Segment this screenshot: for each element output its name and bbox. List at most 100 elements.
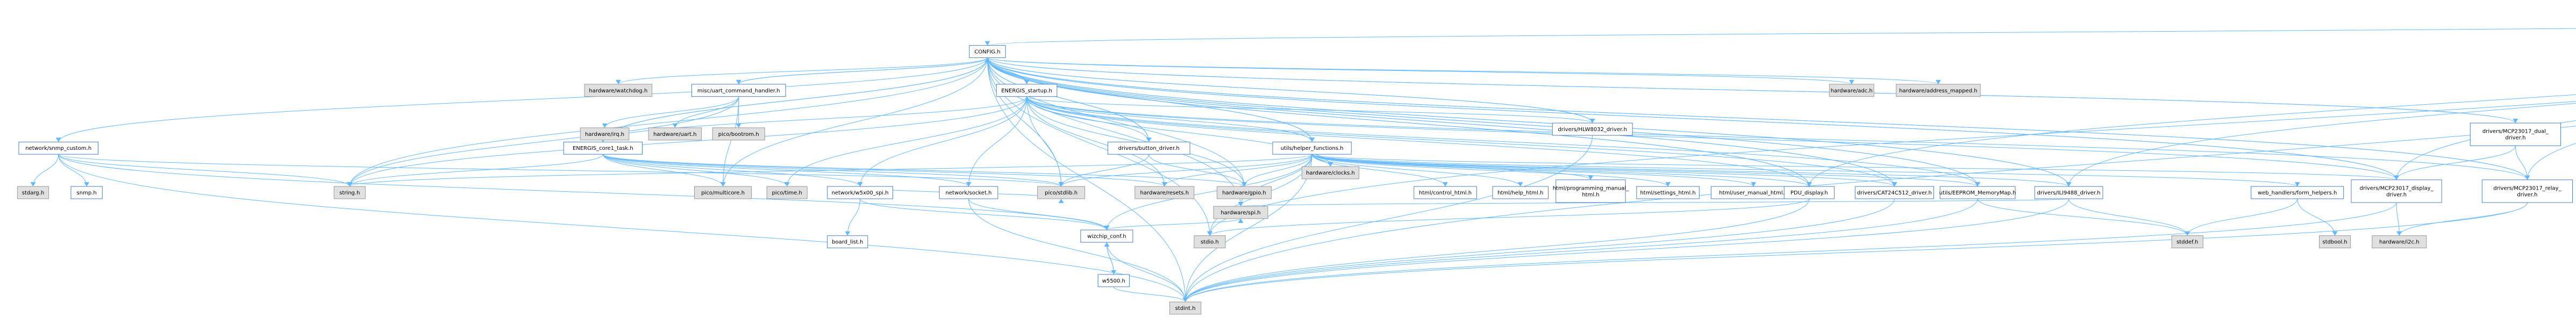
node-html-help[interactable]: html/help_html.h bbox=[1492, 186, 1549, 199]
edge-web_form_helpers-to-stddef bbox=[2187, 198, 2298, 236]
node-drivers-ili9488[interactable]: drivers/ILI9488_driver.h bbox=[2034, 186, 2103, 199]
edge-utils_eeprom-to-stdint bbox=[1185, 198, 1978, 302]
edge-arrowhead bbox=[966, 182, 972, 187]
node-label: drivers/CAT24C512_driver.h bbox=[1857, 190, 1932, 196]
node-misc-uart[interactable]: misc/uart_command_handler.h bbox=[691, 84, 786, 97]
edge-config-to-hw_watchdog bbox=[618, 57, 988, 85]
edge-arrowhead bbox=[1849, 80, 1854, 84]
node-box bbox=[691, 84, 786, 97]
node-board-list[interactable]: board_list.h bbox=[827, 235, 868, 249]
node-w5500[interactable]: w5500.h bbox=[1097, 274, 1130, 287]
node-label: utils/helper_functions.h bbox=[1281, 146, 1344, 151]
edge-arrowhead bbox=[1058, 199, 1064, 203]
edge-pdu_display-to-config bbox=[987, 57, 1810, 187]
edge-arrowhead bbox=[347, 182, 353, 187]
edge-arrowhead bbox=[1058, 182, 1064, 187]
edge-drivers_button-to-hw_gpio bbox=[1148, 154, 1245, 187]
edge-energis_startup-to-network_socket bbox=[968, 96, 1027, 187]
edge-arrowhead bbox=[857, 182, 863, 187]
node-html-settings[interactable]: html/settings_html.h bbox=[1636, 186, 1700, 199]
edge-arrowhead bbox=[845, 231, 851, 236]
node-html-user-manual[interactable]: html/user_manual_html.h bbox=[1710, 186, 1796, 199]
node-stdbool: stdbool.h bbox=[2318, 235, 2351, 249]
node-box bbox=[70, 186, 103, 199]
node-label: hardware/spi.h bbox=[1221, 210, 1260, 216]
edge-arrowhead bbox=[2396, 231, 2402, 236]
edge-utils_helper-to-pico_stdlib bbox=[1061, 154, 1312, 187]
node-snmp[interactable]: snmp.h bbox=[70, 186, 103, 199]
node-label: driver.h bbox=[2517, 192, 2537, 198]
node-label: drivers/button_driver.h bbox=[1118, 146, 1180, 151]
node-box bbox=[996, 84, 1058, 97]
edges-layer bbox=[30, 28, 2576, 302]
edge-energis_startup-to-hw_resets bbox=[1026, 96, 1165, 187]
edge-arrowhead bbox=[1241, 182, 1247, 187]
edge-drivers_mcp_display-to-config bbox=[987, 57, 2397, 180]
node-drivers-mcp-display[interactable]: drivers/MCP23017_display_driver.h bbox=[2351, 179, 2442, 203]
node-drivers-mcp-relay[interactable]: drivers/MCP23017_relay_driver.h bbox=[2481, 179, 2573, 203]
node-network-snmp[interactable]: network/snmp_custom.h bbox=[18, 141, 98, 155]
edge-drivers_ili9488-to-hw_spi bbox=[1240, 198, 2070, 207]
node-web-form-helpers[interactable]: web_handlers/form_helpers.h bbox=[2251, 186, 2344, 199]
node-network-socket[interactable]: network/socket.h bbox=[939, 186, 998, 199]
edge-drivers_mcp_relay-to-config bbox=[987, 57, 2528, 180]
node-energis-core1[interactable]: ENERGIS_core1_task.h bbox=[563, 141, 643, 155]
edge-arrowhead bbox=[2066, 182, 2072, 187]
node-config[interactable]: CONFIG.h bbox=[969, 45, 1006, 58]
node-box bbox=[18, 141, 98, 155]
node-box bbox=[333, 186, 366, 199]
node-html-control[interactable]: html/control_html.h bbox=[1414, 186, 1477, 199]
node-wizchip-conf[interactable]: wizchip_conf.h bbox=[1080, 229, 1133, 243]
node-drivers-mcp-dual[interactable]: drivers/MCP23017_dual_driver.h bbox=[2470, 122, 2561, 146]
node-utils-eeprom[interactable]: utils/EEPROM_MemoryMap.h bbox=[1939, 186, 2016, 199]
node-label: hardware/gpio.h bbox=[1222, 190, 1266, 196]
edge-arrowhead bbox=[2332, 231, 2338, 236]
edge-pdu_display-to-stdint bbox=[1185, 198, 1810, 302]
node-box bbox=[2481, 179, 2573, 203]
node-label: hardware/i2c.h bbox=[2379, 240, 2420, 245]
node-label: pico/stdlib.h bbox=[1045, 190, 1078, 196]
edge-network_socket-to-wizchip_conf bbox=[968, 198, 1107, 230]
node-hw-adc: hardware/adc.h bbox=[1829, 84, 1874, 97]
node-label: hardware/address_mapped.h bbox=[1899, 88, 1977, 94]
node-box bbox=[827, 186, 893, 199]
node-box bbox=[2251, 186, 2344, 199]
node-drivers-cat24c512[interactable]: drivers/CAT24C512_driver.h bbox=[1854, 186, 1934, 199]
node-network-w5x00[interactable]: network/w5x00_spi.h bbox=[827, 186, 893, 199]
edge-drivers_mcp_dual-to-config bbox=[987, 57, 2516, 124]
node-label: stdint.h bbox=[1175, 306, 1196, 312]
edge-network_socket-to-stdint bbox=[968, 198, 1186, 302]
node-html-programming[interactable]: html/programming_manual_html.h bbox=[1553, 179, 1629, 203]
node-label: network/socket.h bbox=[946, 190, 992, 196]
edge-energis_startup-to-hw_clocks bbox=[1026, 96, 1331, 167]
node-utils-helper[interactable]: utils/helper_functions.h bbox=[1272, 141, 1352, 155]
node-label: html/control_html.h bbox=[1419, 190, 1472, 196]
edge-w5500-to-stdint bbox=[1113, 286, 1186, 302]
node-box bbox=[17, 186, 49, 199]
node-label: hardware/watchdog.h bbox=[589, 88, 647, 94]
node-box bbox=[580, 127, 630, 141]
node-label: string.h bbox=[339, 190, 360, 196]
edge-root-to-drivers_ili9488 bbox=[2068, 103, 2576, 187]
edge-config-to-pico_multicore bbox=[723, 57, 988, 187]
edge-drivers_mcp_dual-to-drivers_mcp_relay bbox=[2515, 146, 2528, 180]
node-pdu-display[interactable]: PDU_display.h bbox=[1783, 186, 1835, 199]
node-box bbox=[1783, 186, 1835, 199]
node-label: drivers/MCP23017_display_ bbox=[2360, 185, 2434, 191]
node-label: pico/bootrom.h bbox=[718, 132, 759, 138]
node-drivers-button[interactable]: drivers/button_driver.h bbox=[1107, 141, 1190, 155]
edge-arrowhead bbox=[1182, 298, 1188, 302]
edge-utils_helper-to-hw_gpio bbox=[1244, 154, 1312, 187]
edge-arrowhead bbox=[2513, 119, 2518, 124]
node-energis-startup[interactable]: ENERGIS_startup.h bbox=[996, 84, 1058, 97]
node-label: driver.h bbox=[2386, 192, 2407, 198]
node-drivers-hlw8032[interactable]: drivers/HLW8032_driver.h bbox=[1552, 122, 1633, 136]
edge-arrowhead bbox=[1207, 231, 1212, 236]
edge-utils_helper-to-html_settings bbox=[1311, 154, 1668, 187]
node-pico-time: pico/time.h bbox=[766, 186, 808, 199]
edge-utils_helper-to-pdu_display bbox=[1311, 154, 1810, 187]
edge-utils_helper-to-hw_resets bbox=[1164, 154, 1312, 187]
edge-arrowhead bbox=[984, 57, 990, 62]
edge-energis_startup-to-utils_eeprom bbox=[1026, 96, 1978, 187]
